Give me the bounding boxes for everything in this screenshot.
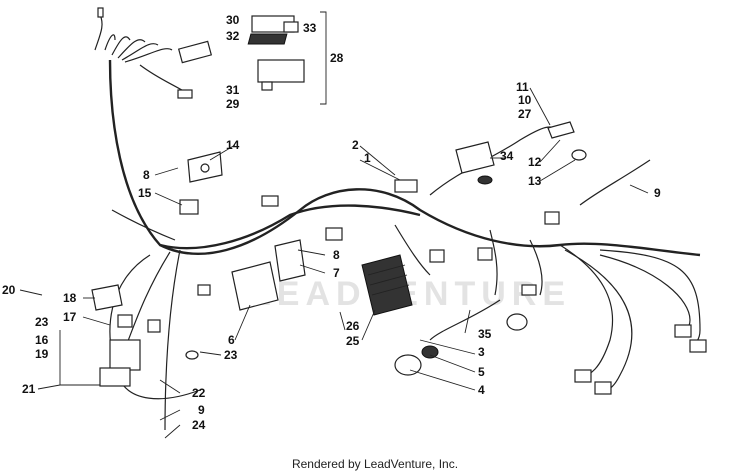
callout-30: 30 — [226, 13, 240, 27]
callout-8-top: 8 — [143, 168, 150, 182]
callout-12: 12 — [528, 155, 542, 169]
callout-9-right: 9 — [654, 186, 661, 200]
callout-4: 4 — [478, 383, 485, 397]
callout-33: 33 — [303, 21, 317, 35]
leader-lines — [19, 87, 649, 439]
callout-10: 10 — [518, 93, 532, 107]
callout-16: 16 — [35, 333, 49, 347]
relay-34 — [455, 121, 587, 185]
callout-5: 5 — [478, 365, 485, 379]
callout-29: 29 — [226, 97, 240, 111]
callout-8-mid: 8 — [333, 248, 340, 262]
regulator-25 — [361, 254, 413, 316]
callout-27: 27 — [518, 107, 532, 121]
callout-21: 21 — [22, 382, 36, 396]
callout-34: 34 — [500, 149, 514, 163]
callout-labels: 1 2 3 4 5 6 7 8 8 9 9 10 11 12 13 14 15 … — [2, 13, 661, 432]
headlight-connectors — [574, 324, 707, 395]
callout-3: 3 — [478, 345, 485, 359]
fuse-box-group — [247, 11, 327, 105]
callout-19: 19 — [35, 347, 49, 361]
callout-24: 24 — [192, 418, 206, 432]
callout-17: 17 — [63, 310, 77, 324]
callout-35: 35 — [478, 327, 492, 341]
power-socket — [394, 345, 439, 376]
callout-1: 1 — [364, 151, 371, 165]
callout-18: 18 — [63, 291, 77, 305]
callout-23-left: 23 — [35, 315, 49, 329]
callout-6: 6 — [228, 333, 235, 347]
callout-11: 11 — [516, 80, 529, 94]
fuse-wire-bundle — [94, 7, 213, 99]
footer-credit: Rendered by LeadVenture, Inc. — [292, 457, 458, 471]
callout-7: 7 — [333, 266, 340, 280]
callout-23-bottom: 23 — [224, 348, 238, 362]
callout-22: 22 — [192, 386, 206, 400]
callout-32: 32 — [226, 29, 240, 43]
callout-13: 13 — [528, 174, 542, 188]
bracket-14 — [187, 151, 223, 183]
relay-17-18 — [91, 284, 141, 387]
callout-2: 2 — [352, 138, 359, 152]
callout-28: 28 — [330, 51, 344, 65]
callout-15: 15 — [138, 186, 152, 200]
control-module-6 — [231, 239, 306, 311]
callout-20: 20 — [2, 283, 16, 297]
callout-14: 14 — [226, 138, 240, 152]
callout-9-bottom: 9 — [198, 403, 205, 417]
callout-26: 26 — [346, 319, 360, 333]
harness-connectors — [117, 179, 560, 360]
callout-31: 31 — [226, 83, 240, 97]
callout-25: 25 — [346, 334, 360, 348]
